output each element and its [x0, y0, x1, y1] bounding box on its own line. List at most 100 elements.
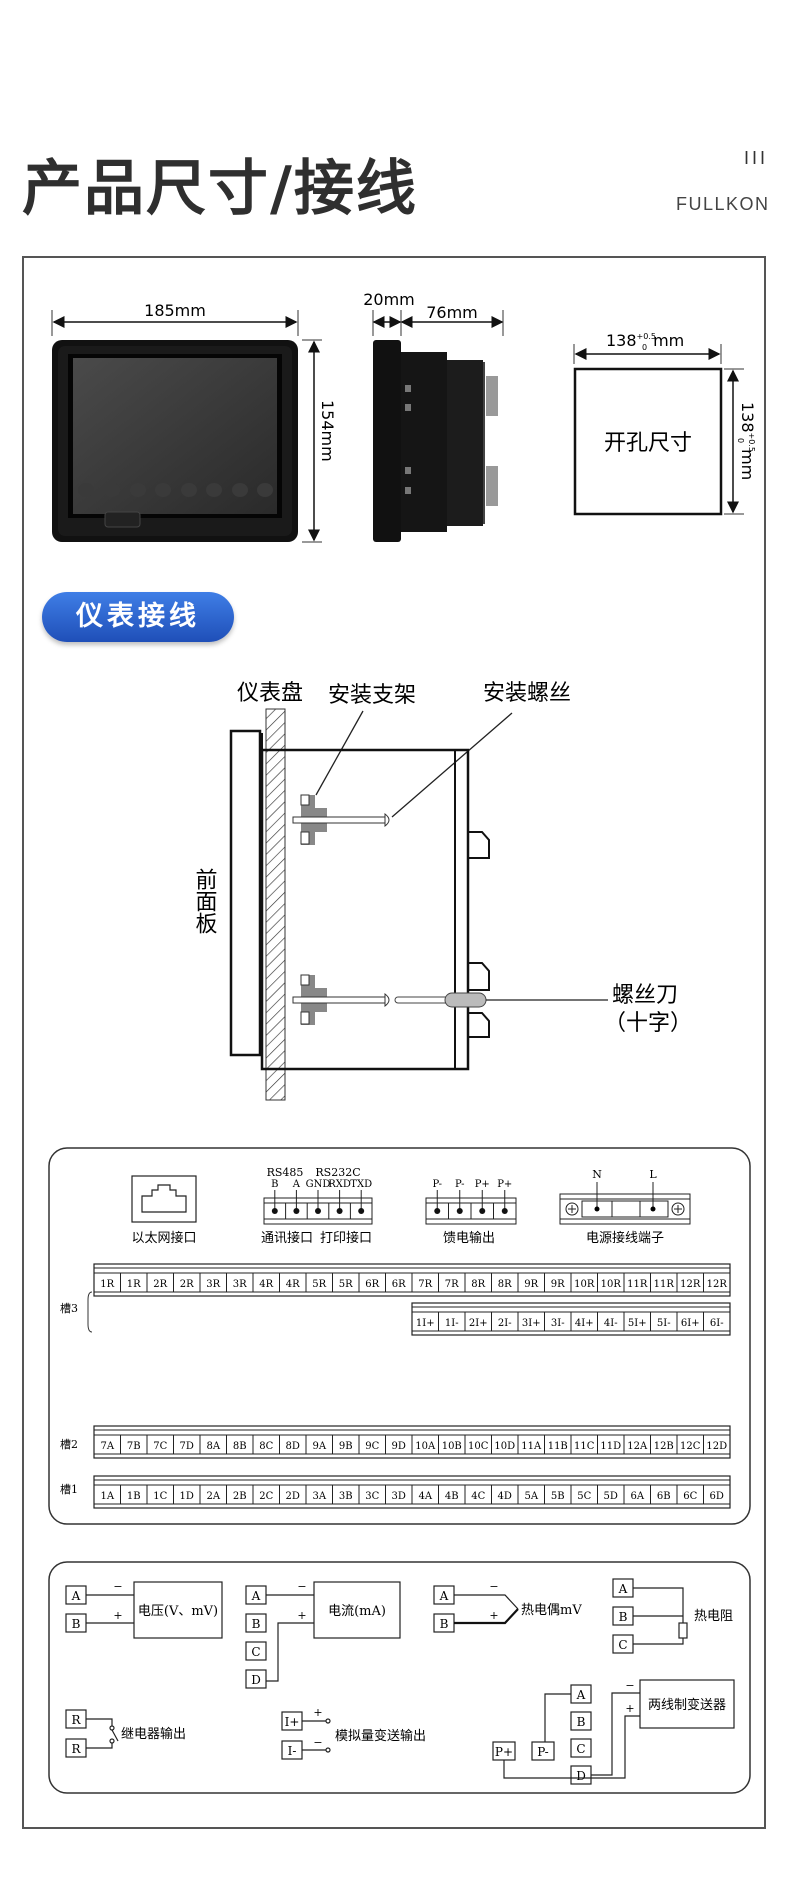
slot3-relay-terminal: 7R [418, 1279, 432, 1290]
bracket-label: 安装支架 [328, 683, 416, 708]
slot3-relay-terminal: 11R [627, 1279, 648, 1290]
slot3-relay-terminal: 3R [233, 1279, 247, 1290]
cutout-label: 开孔尺寸 [604, 431, 692, 456]
slot1-terminal: 1D [180, 1491, 194, 1502]
screw-label: 安装螺丝 [483, 681, 571, 706]
bracket-top [292, 794, 390, 845]
width-label: 185mm [144, 301, 206, 320]
slot2-terminal: 9B [339, 1441, 353, 1452]
tc-pin-a: A [439, 1589, 449, 1603]
slot3-label: 槽3 [60, 1302, 78, 1315]
device-front-view [52, 340, 298, 542]
slot2-terminal: 8D [286, 1441, 300, 1452]
comm-pin: RXD [328, 1179, 351, 1190]
relay-pin: R [71, 1713, 81, 1727]
comm-pin: A [292, 1179, 301, 1190]
thermocouple-label: 热电偶mV [521, 1603, 582, 1618]
slot1-terminal: 6B [657, 1491, 671, 1502]
feed-output-label: 馈电输出 [443, 1230, 495, 1246]
slot1-terminal: 4B [445, 1491, 459, 1502]
slot1-terminal: 2C [259, 1491, 273, 1502]
slot1-terminal: 2A [206, 1491, 220, 1502]
transmitter-pin: D [576, 1769, 586, 1783]
voltage-plus: + [113, 1609, 122, 1622]
tc-pin-b: B [440, 1617, 449, 1631]
slot3-relay-terminal: 12R [707, 1279, 728, 1290]
transmitter-minus: − [625, 1679, 634, 1692]
slot3-analog-strip: 1I+1I-2I+2I-3I+3I-4I+4I-5I+5I-6I+6I- [411, 1302, 731, 1336]
slot2-terminal: 10B [442, 1441, 462, 1452]
instrument-panel [265, 708, 286, 1101]
voltage-pin-a: A [71, 1589, 81, 1603]
front-buttons [78, 483, 273, 497]
power-pin-N: N [592, 1168, 602, 1181]
analog-pin: I+ [285, 1715, 300, 1729]
slot2-terminal: 10A [415, 1441, 436, 1452]
screwdriver-type-label: （十字） [604, 1011, 692, 1036]
front-panel-label: 前面板 [192, 868, 218, 934]
power-pin-L: L [649, 1168, 657, 1181]
slot3-relay-terminal: 7R [445, 1279, 459, 1290]
slot2-terminal: 9C [365, 1441, 379, 1452]
analog-output-label: 模拟量变送输出 [335, 1728, 426, 1744]
bracket-bottom [292, 974, 390, 1025]
slot1-terminal: 6C [683, 1491, 697, 1502]
slot3-analog-terminal: 6I+ [681, 1318, 700, 1329]
mounting-diagram: 仪表盘 安装支架 安装螺丝 螺丝刀 （十字） 前面板 [192, 681, 692, 1101]
slot2-terminal: 9D [392, 1441, 406, 1452]
slot1-terminal: 4D [498, 1491, 512, 1502]
slot2-terminal: 10C [468, 1441, 489, 1452]
front-panel [229, 729, 262, 1057]
slot3-analog-terminal: 1I+ [416, 1318, 435, 1329]
slot2-terminal: 8A [206, 1441, 220, 1452]
feed-pin: P- [455, 1179, 465, 1190]
voltage-minus: − [113, 1580, 122, 1593]
height-label: 154mm [318, 400, 337, 462]
transmitter-plus: + [625, 1702, 634, 1715]
print-port-label: 打印接口 [320, 1230, 372, 1246]
slot2-terminal: 7C [153, 1441, 167, 1452]
page-title: 产品尺寸/接线 [22, 154, 418, 224]
relay-label: 继电器输出 [121, 1726, 186, 1742]
feed-terminal-block: P-P-P+P+ [425, 1179, 517, 1225]
voltage-label: 电压(V、mV) [138, 1604, 218, 1619]
slot3-analog-terminal: 3I+ [522, 1318, 541, 1329]
slot2-terminal: 9A [312, 1441, 326, 1452]
device-side-view [373, 340, 498, 542]
transmitter-label: 两线制变送器 [648, 1697, 726, 1713]
slot3-relay-terminal: 10R [601, 1279, 622, 1290]
slot1-terminal: 5D [604, 1491, 618, 1502]
slot2-terminal: 7B [127, 1441, 141, 1452]
slot3-relay-terminal: 10R [574, 1279, 595, 1290]
screwdriver [394, 992, 608, 1008]
terminal-layout-box [48, 1147, 751, 1525]
comm-pin: GND [306, 1179, 331, 1190]
slot1-terminal: 5B [551, 1491, 565, 1502]
slot3-relay-terminal: 1R [100, 1279, 114, 1290]
rs485-label: RS485 [267, 1166, 304, 1179]
slot2-terminal: 11D [600, 1441, 621, 1452]
slot3-relay-terminal: 8R [471, 1279, 485, 1290]
slot1-terminal: 6D [710, 1491, 724, 1502]
comm-pin: B [271, 1179, 278, 1190]
slot1-terminal: 3C [365, 1491, 379, 1502]
current-label: 电流(mA) [328, 1604, 386, 1619]
slot2-terminal: 11B [548, 1441, 568, 1452]
slot2-terminal: 8B [233, 1441, 247, 1452]
power-pin-plus: P+ [495, 1745, 513, 1759]
cutout-box [573, 367, 723, 516]
slot3-relay-terminal: 5R [312, 1279, 326, 1290]
transmitter-pin: C [576, 1742, 585, 1756]
current-pin: D [251, 1673, 261, 1687]
slot3-relay-terminal: 6R [392, 1279, 406, 1290]
slot1-terminal: 4C [471, 1491, 485, 1502]
rtd-pin: C [618, 1638, 627, 1652]
slot3-analog-terminal: 5I- [657, 1318, 671, 1329]
slot3-relay-terminal: 2R [180, 1279, 194, 1290]
current-plus: + [297, 1609, 306, 1622]
